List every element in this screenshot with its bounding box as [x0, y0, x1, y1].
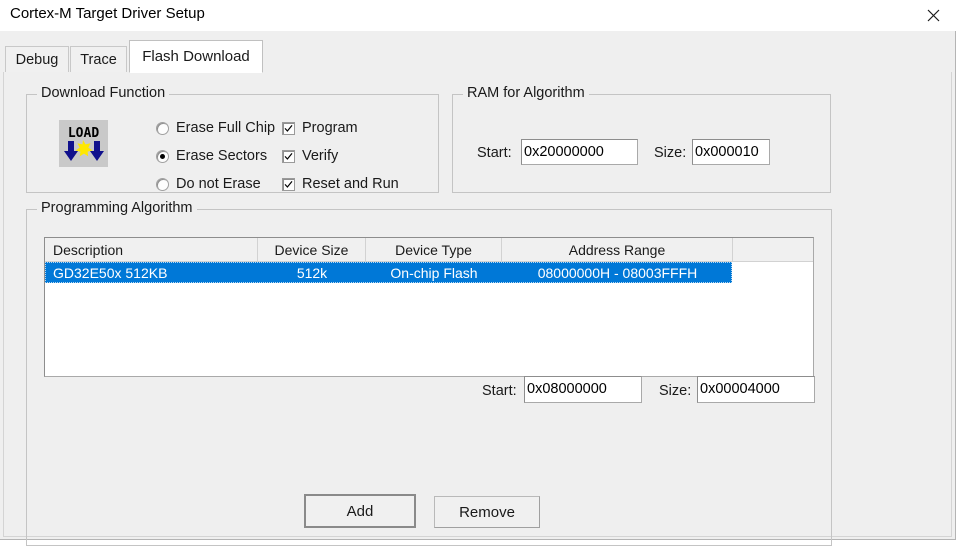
cell-description: GD32E50x 512KB — [53, 264, 168, 281]
tab-flash-download[interactable]: Flash Download — [129, 40, 263, 73]
checkbox-verify-indicator — [282, 149, 295, 163]
column-header-device-size[interactable]: Device Size — [258, 238, 366, 261]
checkbox-reset-and-run[interactable]: Reset and Run — [282, 176, 399, 192]
flash-download-panel: Download Function LOAD Erase Full Chip E… — [3, 72, 952, 546]
ram-for-algorithm-title: RAM for Algorithm — [463, 85, 589, 101]
close-icon[interactable] — [910, 0, 956, 31]
ram-size-input[interactable]: 0x000010 — [692, 139, 770, 165]
cell-device-type: On-chip Flash — [390, 264, 478, 281]
radio-erase-sectors-indicator — [156, 149, 169, 163]
download-function-group: Download Function LOAD Erase Full Chip E… — [26, 85, 439, 193]
column-header-device-type[interactable]: Device Type — [366, 238, 502, 261]
remove-button[interactable]: Remove — [434, 496, 540, 528]
radio-erase-sectors[interactable]: Erase Sectors — [156, 148, 267, 164]
algorithm-list-header: Description Device Size Device Type Addr… — [45, 238, 813, 262]
column-header-address-range[interactable]: Address Range — [502, 238, 733, 261]
title-bar: Cortex-M Target Driver Setup — [0, 0, 956, 31]
column-header-spacer[interactable] — [733, 238, 813, 261]
radio-do-not-erase-label: Do not Erase — [176, 176, 261, 192]
flash-size-input[interactable]: 0x00004000 — [697, 376, 815, 403]
checkbox-program[interactable]: Program — [282, 120, 358, 136]
algorithm-list[interactable]: Description Device Size Device Type Addr… — [44, 237, 814, 377]
checkbox-reset-and-run-indicator — [282, 177, 295, 191]
programming-algorithm-title: Programming Algorithm — [37, 200, 197, 216]
cell-address-range: 08000000H - 08003FFFH — [537, 264, 698, 281]
window-title: Cortex-M Target Driver Setup — [10, 5, 205, 22]
checkbox-verify[interactable]: Verify — [282, 148, 338, 164]
radio-erase-full-chip-label: Erase Full Chip — [176, 120, 276, 136]
checkbox-program-label: Program — [302, 120, 358, 136]
column-header-description[interactable]: Description — [45, 238, 258, 261]
download-function-title: Download Function — [37, 85, 170, 101]
radio-erase-full-chip-indicator — [156, 121, 169, 135]
radio-erase-full-chip[interactable]: Erase Full Chip — [156, 120, 275, 136]
flash-start-input[interactable]: 0x08000000 — [524, 376, 642, 403]
checkbox-reset-and-run-label: Reset and Run — [302, 176, 399, 192]
svg-text:LOAD: LOAD — [68, 126, 99, 141]
checkbox-program-indicator — [282, 121, 295, 135]
load-icon: LOAD — [59, 120, 108, 167]
radio-erase-sectors-label: Erase Sectors — [176, 148, 268, 164]
radio-do-not-erase[interactable]: Do not Erase — [156, 176, 261, 192]
programming-algorithm-group: Programming Algorithm Description Device… — [26, 200, 832, 546]
ram-start-input[interactable]: 0x20000000 — [521, 139, 638, 165]
cell-device-size: 512k — [296, 264, 328, 281]
flash-start-label: Start: — [482, 383, 517, 399]
tab-strip: Debug Trace Flash Download — [0, 40, 956, 73]
checkbox-verify-label: Verify — [302, 148, 339, 164]
add-button[interactable]: Add — [304, 494, 416, 528]
ram-start-label: Start: — [477, 145, 512, 161]
radio-do-not-erase-indicator — [156, 177, 169, 191]
tab-debug[interactable]: Debug — [5, 46, 69, 73]
flash-size-label: Size: — [659, 383, 692, 399]
ram-for-algorithm-group: RAM for Algorithm Start: 0x20000000 Size… — [452, 85, 831, 193]
tab-trace[interactable]: Trace — [70, 46, 127, 73]
ram-size-label: Size: — [654, 145, 687, 161]
table-row[interactable]: GD32E50x 512KB 512k On-chip Flash 080000… — [45, 262, 732, 283]
